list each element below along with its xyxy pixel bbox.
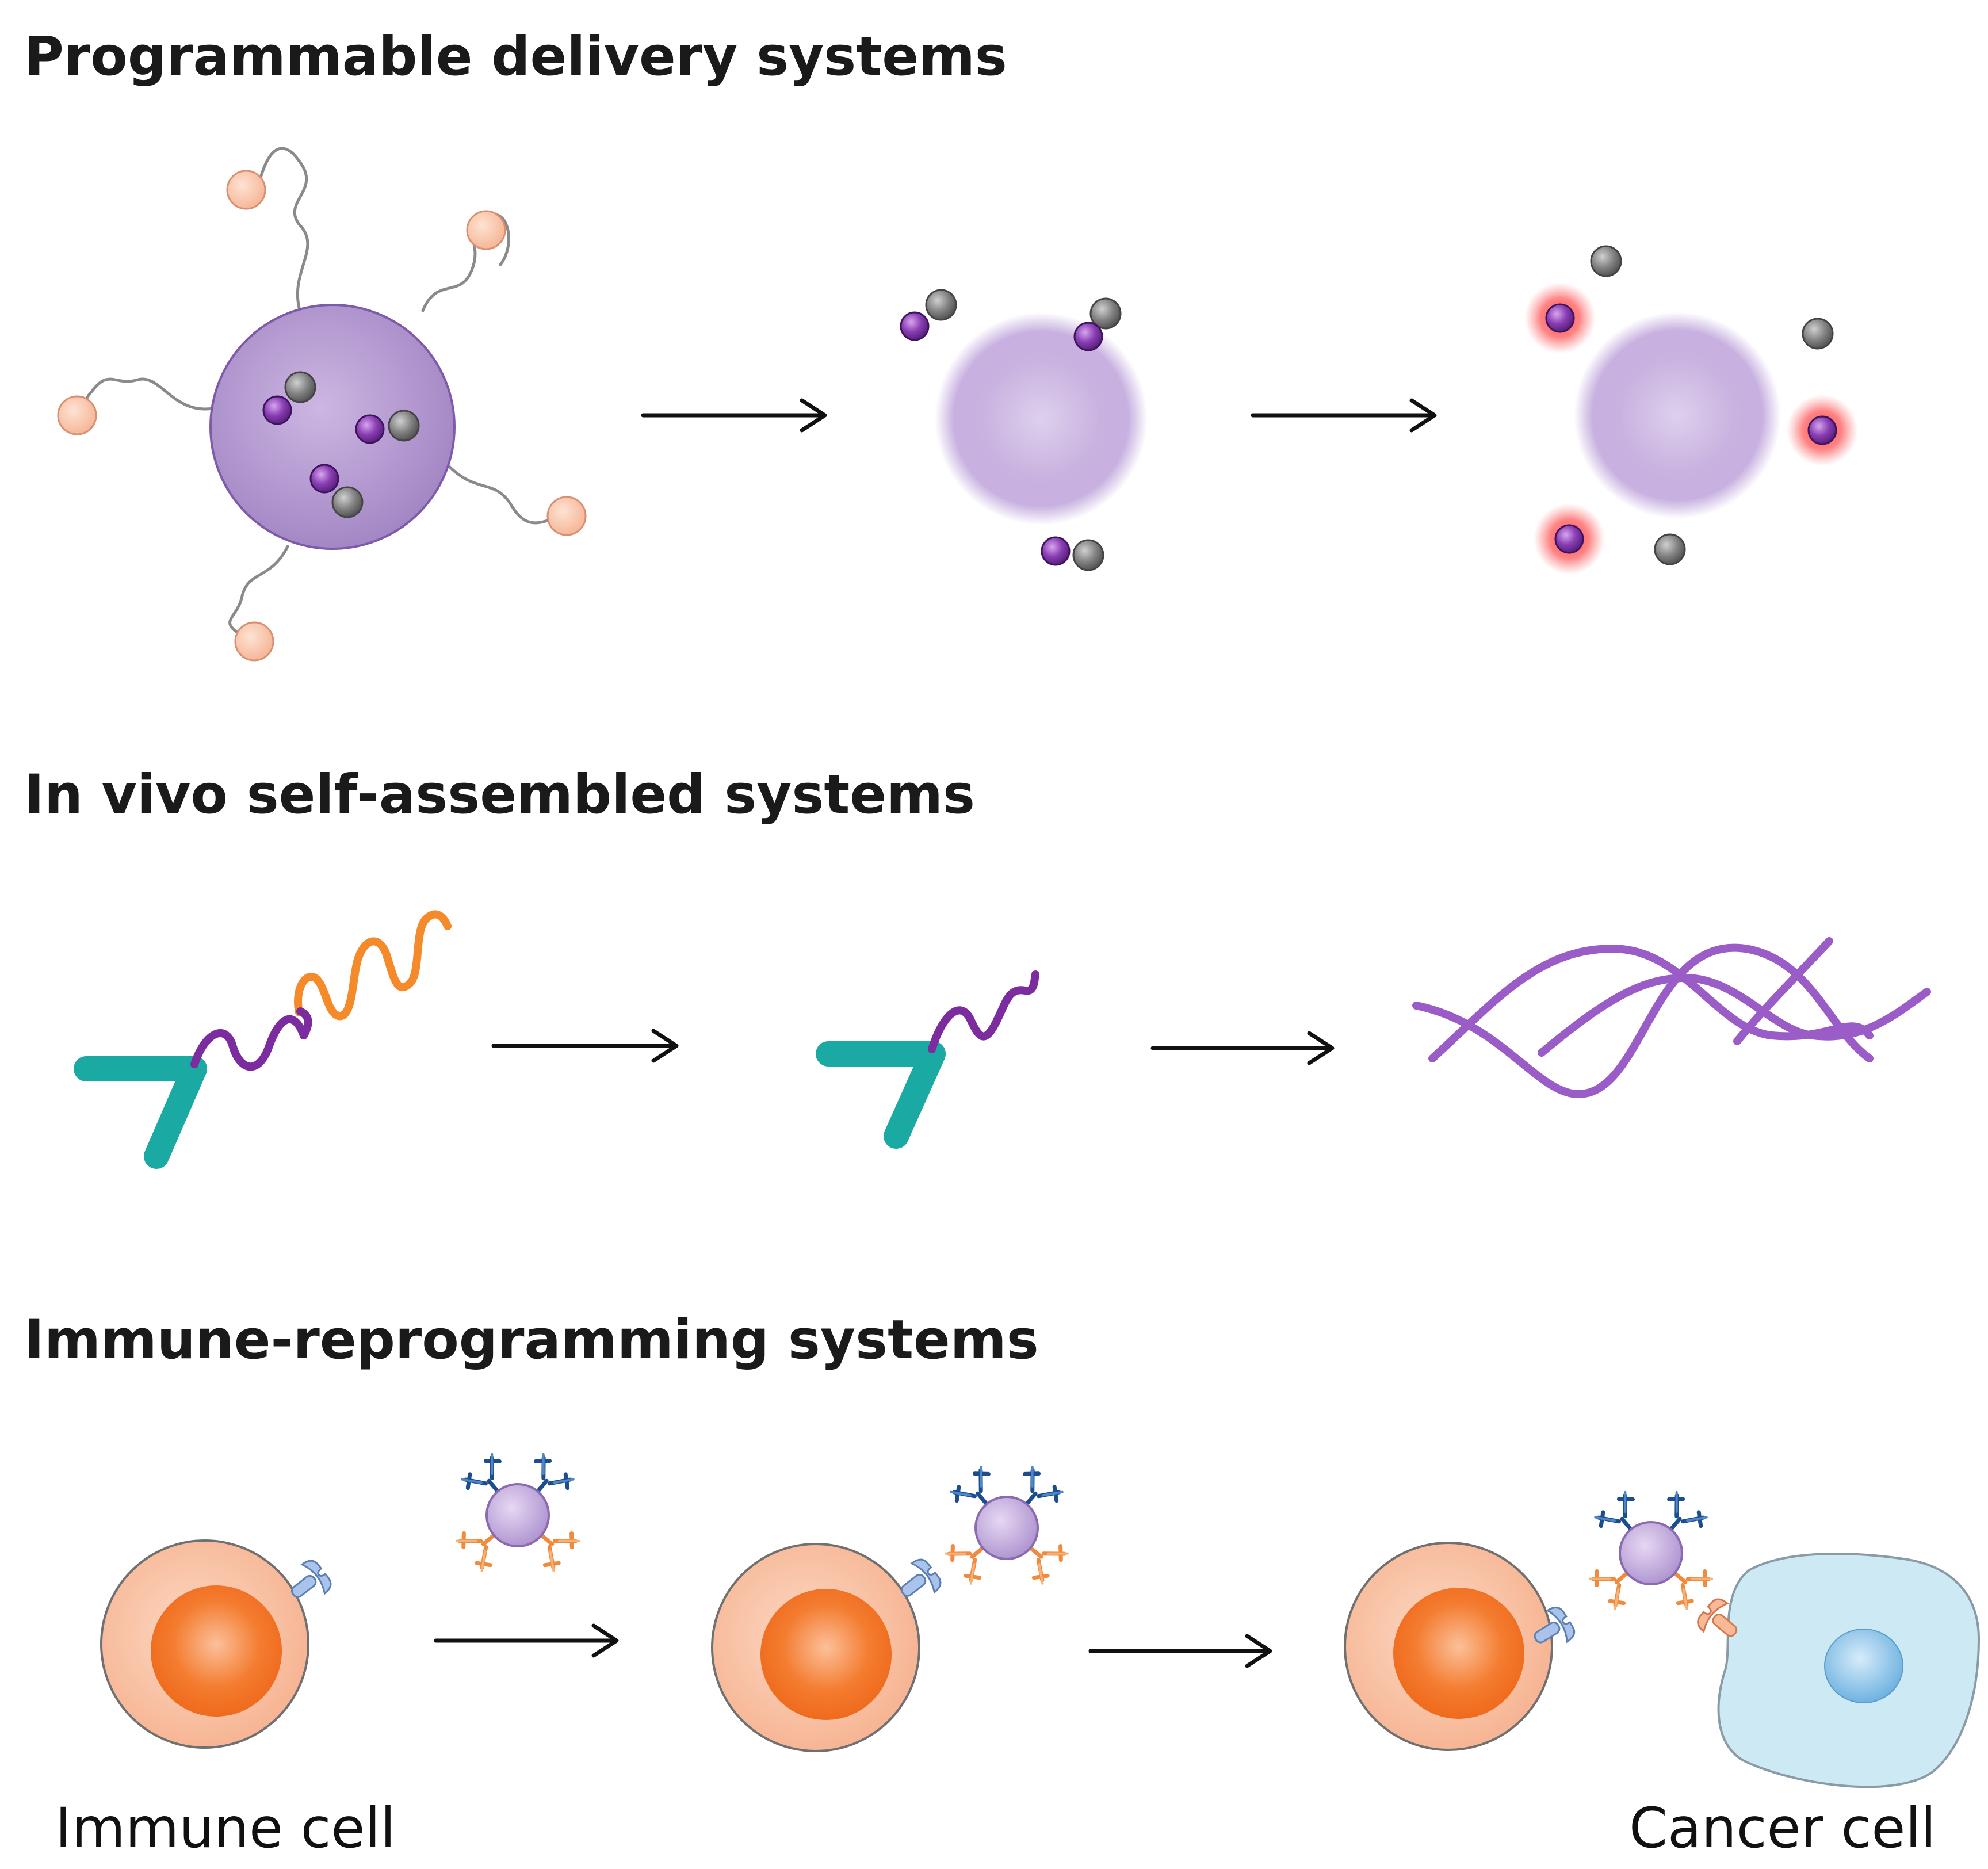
- ligand-icon: [546, 496, 587, 536]
- immune-cell-icon: [1344, 1542, 1553, 1751]
- arrow-icon: [1251, 400, 1435, 430]
- assembly-stage-2: [816, 970, 1039, 1149]
- delivery-stage-3: [1524, 245, 1858, 575]
- delivery-section-title: Programmable delivery systems: [24, 25, 1007, 88]
- ligand-icon: [57, 395, 97, 435]
- assembly-section-title: In vivo self-assembled systems: [24, 763, 975, 826]
- immune-stage-1: [100, 1539, 336, 1749]
- arrow-icon: [641, 400, 825, 430]
- cancer-cell-icon: [1717, 1553, 1981, 1788]
- ligand-icon: [226, 170, 266, 210]
- ligand-icon: [466, 210, 506, 250]
- nanoparticle-icon: [1574, 312, 1781, 519]
- arrow-icon: [434, 1626, 617, 1656]
- arrow-icon: [1088, 1636, 1270, 1666]
- nanoparticle-icon: [935, 312, 1148, 525]
- immune-cell-label: Immune cell: [55, 1796, 396, 1860]
- delivery-stage-2: [900, 289, 1148, 571]
- nanofiber-icon: [1412, 937, 1931, 1098]
- immune-cell-icon: [711, 1543, 920, 1752]
- arrow-icon: [1150, 1033, 1332, 1063]
- released-drug-icon: [1524, 282, 1858, 575]
- peptide-icon: [816, 970, 1039, 1149]
- antibody-nanoparticle-icon: [945, 1466, 1069, 1585]
- antibody-nanoparticle-icon: [456, 1454, 580, 1572]
- peptide-icon: [74, 910, 452, 1169]
- nanoparticle-icon: [209, 304, 456, 550]
- immune-stage-3: [1344, 1492, 1981, 1788]
- immune-section-title: Immune-reprogramming systems: [24, 1309, 1039, 1371]
- delivery-stage-1: [57, 147, 587, 662]
- arrow-icon: [491, 1031, 676, 1061]
- immune-stage-2: [711, 1466, 1069, 1752]
- antibody-nanoparticle-icon: [1589, 1492, 1713, 1610]
- assembly-stage-1: [74, 910, 452, 1169]
- cancer-cell-label: Cancer cell: [1629, 1796, 1936, 1860]
- immune-cell-icon: [100, 1539, 309, 1749]
- ligand-icon: [234, 621, 274, 662]
